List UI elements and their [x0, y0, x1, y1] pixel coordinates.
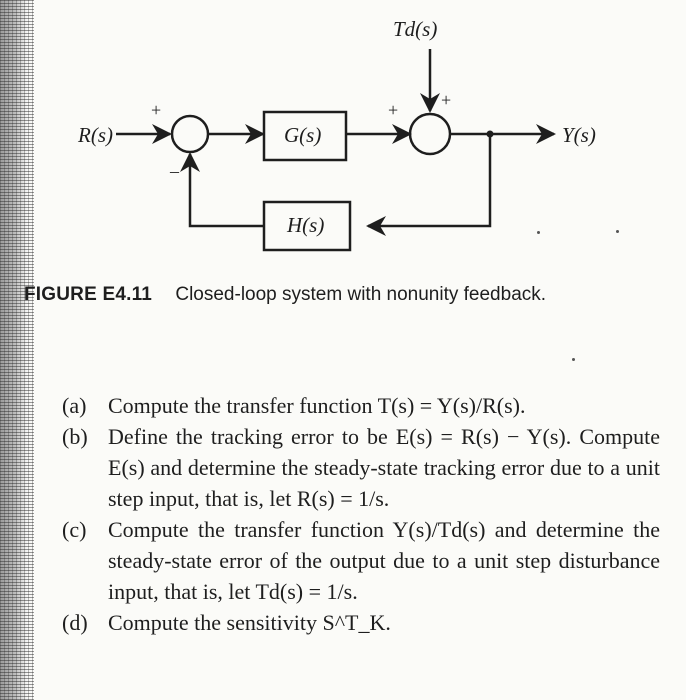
left-summing-plus: + [151, 100, 161, 120]
g-block-label: G(s) [284, 123, 321, 147]
disturbance-label: Td(s) [393, 17, 437, 41]
output-label: Y(s) [562, 123, 596, 147]
question-a-label: (a) [62, 393, 87, 418]
figure-caption: FIGURE E4.11 Closed-loop system with non… [24, 282, 644, 307]
block-diagram: Td(s) R(s) + – G(s) + + Y(s) H(s) [77, 17, 596, 252]
scan-dot [537, 231, 540, 234]
question-b-label: (b) [62, 424, 88, 449]
question-b: (b) Define the tracking error to be E(s)… [62, 421, 660, 514]
figure-label: FIGURE E4.11 [24, 284, 153, 305]
input-label: R(s) [77, 123, 113, 147]
right-summing-junction [408, 112, 452, 156]
question-d-text: Compute the sensitivity S^T_K. [108, 610, 391, 635]
scan-dot [572, 358, 575, 361]
right-summing-plus-left: + [388, 100, 398, 120]
question-d: (d) Compute the sensitivity S^T_K. [62, 607, 660, 638]
question-d-label: (d) [62, 610, 88, 635]
question-a-text: Compute the transfer function T(s) = Y(s… [108, 393, 526, 418]
scan-edge [0, 0, 34, 700]
question-c: (c) Compute the transfer function Y(s)/T… [62, 514, 660, 607]
question-a: (a) Compute the transfer function T(s) =… [62, 390, 660, 421]
scan-dot [616, 230, 619, 233]
feedback-to-junction-path [180, 152, 264, 228]
left-summing-minus: – [169, 161, 180, 181]
questions-list: (a) Compute the transfer function T(s) =… [62, 390, 660, 638]
right-summing-plus-top: + [441, 90, 451, 110]
question-c-label: (c) [62, 517, 87, 542]
figure-caption-text: Closed-loop system with nonunity feedbac… [175, 284, 547, 305]
question-b-text: Define the tracking error to be E(s) = R… [108, 424, 660, 511]
h-block-label: H(s) [286, 213, 324, 237]
left-summing-junction [170, 114, 210, 154]
g-block [262, 110, 348, 162]
feedback-to-h-path [366, 134, 492, 236]
question-c-text: Compute the transfer function Y(s)/Td(s)… [108, 517, 660, 604]
